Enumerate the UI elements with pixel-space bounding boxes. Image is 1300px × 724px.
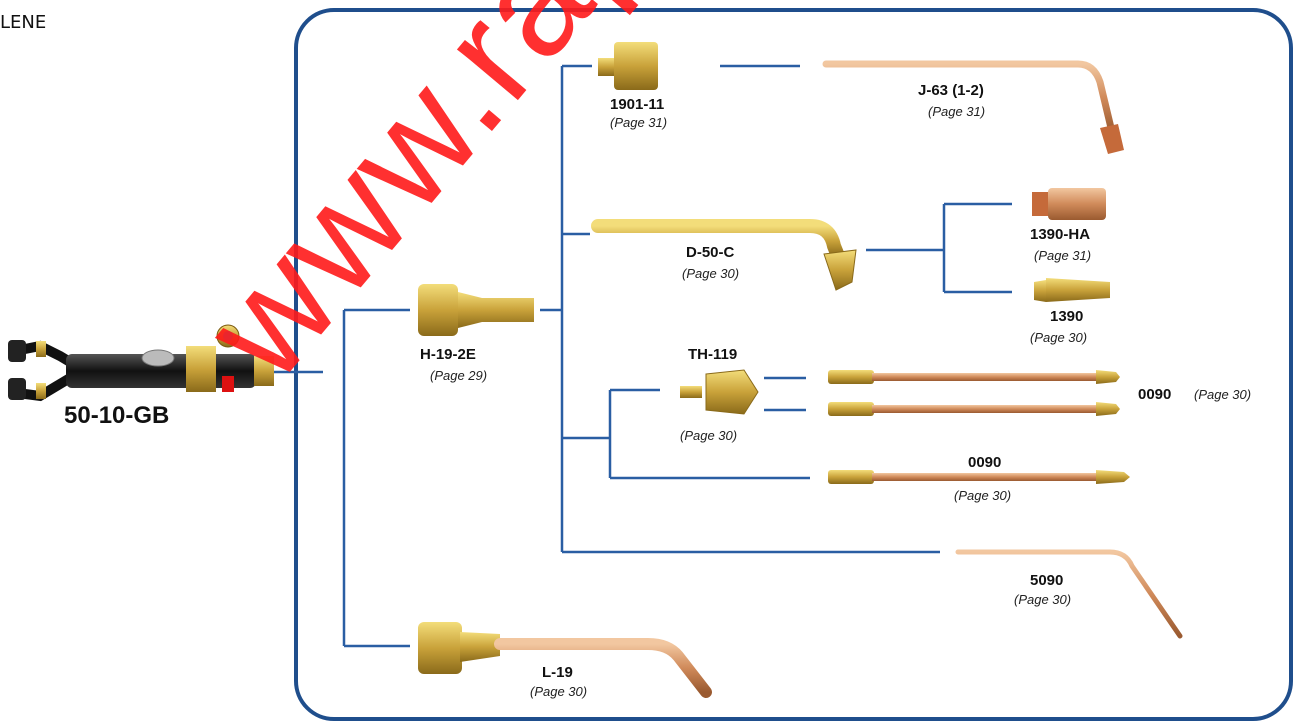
d-50-c-label: D-50-C — [686, 244, 734, 261]
th-119-image — [680, 370, 758, 414]
j-63-label: J-63 (1-2) — [918, 82, 984, 99]
0090-side-label: 0090 — [1138, 386, 1171, 403]
1390-ha-image — [1032, 188, 1106, 220]
d-50-c-page: (Page 30) — [682, 266, 739, 281]
h-19-2e-page: (Page 29) — [430, 368, 487, 383]
1901-11-image — [598, 42, 658, 90]
1390-page: (Page 30) — [1030, 330, 1087, 345]
1390-image — [1034, 278, 1110, 302]
1901-11-label: 1901-11 — [610, 96, 664, 113]
5090-page: (Page 30) — [1014, 592, 1071, 607]
0090-bottom-page: (Page 30) — [954, 488, 1011, 503]
h-19-2e-label: H-19-2E — [420, 346, 476, 363]
1390-ha-label: 1390-HA — [1030, 226, 1090, 243]
1390-ha-page: (Page 31) — [1034, 248, 1091, 263]
5090-label: 5090 — [1030, 572, 1063, 589]
th-119-page: (Page 30) — [680, 428, 737, 443]
l-19-label: L-19 — [542, 664, 573, 681]
0090-side-page: (Page 30) — [1194, 387, 1251, 402]
l-19-image — [418, 622, 706, 692]
1390-label: 1390 — [1050, 308, 1083, 325]
h-19-2e-image — [418, 284, 534, 336]
l-19-page: (Page 30) — [530, 684, 587, 699]
j-63-page: (Page 31) — [928, 104, 985, 119]
torch-label: 50-10-GB — [64, 402, 169, 430]
th-119-label: TH-119 — [688, 346, 737, 363]
1901-11-page: (Page 31) — [610, 115, 667, 130]
0090-bottom-label: 0090 — [968, 454, 1001, 471]
